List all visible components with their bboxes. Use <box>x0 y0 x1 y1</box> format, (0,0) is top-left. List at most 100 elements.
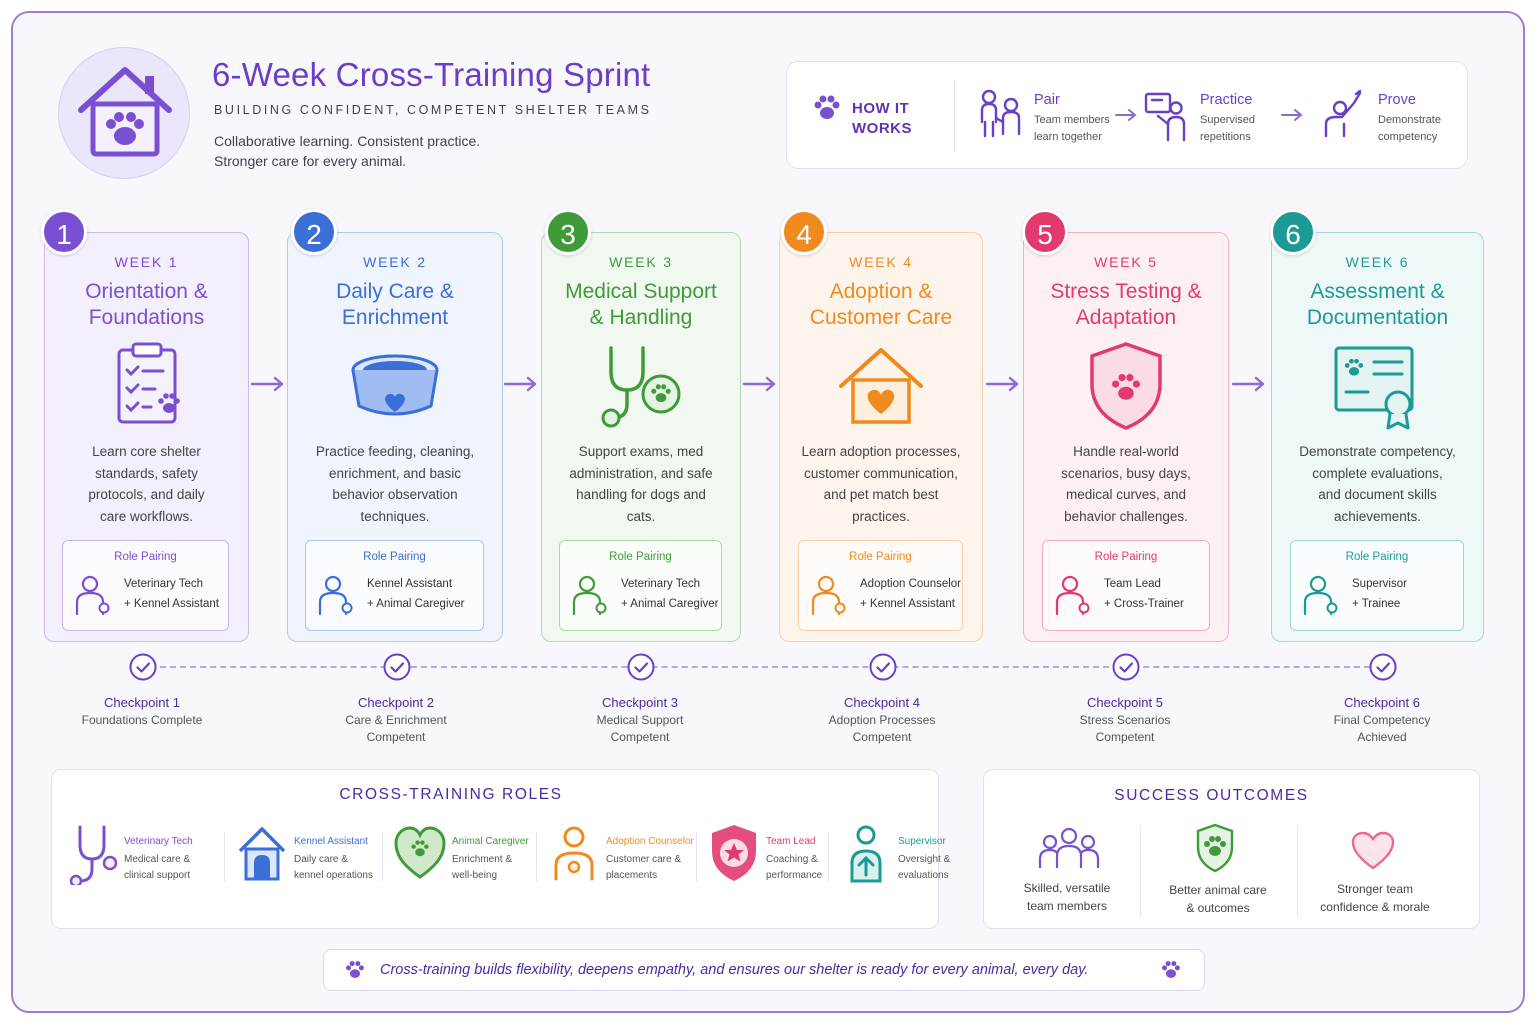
role-pairing-box <box>62 540 229 631</box>
divider <box>954 80 955 152</box>
role-description-line-1: Oversight & <box>898 854 951 865</box>
checkpoint-status: Foundations Complete <box>62 712 222 729</box>
step-pair-desc-1: Team members <box>1034 114 1110 126</box>
heart-icon <box>1351 831 1395 870</box>
week-title-line-2: Documentation <box>1306 306 1449 329</box>
checkpoint-status-line-2: Competent <box>610 729 670 744</box>
week-description-line: practices. <box>852 508 910 524</box>
week-title-line-2: Adaptation <box>1075 306 1177 329</box>
week-description-line: cats. <box>626 508 656 524</box>
week-description-line: behavior observation <box>332 487 458 502</box>
checkpoint-status-line-1: Final Competency <box>1333 713 1431 727</box>
checkpoint-title: Checkpoint 1 <box>104 695 180 710</box>
checkmark-icon <box>383 653 411 681</box>
role-pairing-roles: Veterinary Tech+ Kennel Assistant <box>124 574 219 614</box>
divider <box>696 832 697 882</box>
week-description-line: behavior challenges. <box>1064 508 1188 524</box>
checkmark-icon <box>627 653 655 681</box>
role-description-line-2: evaluations <box>898 870 949 881</box>
pair-role-2: + Animal Caregiver <box>621 598 719 610</box>
role-description-line-1: Daily care & <box>294 854 348 865</box>
week-label: WEEK 1 <box>114 254 179 270</box>
arrow-right-icon <box>1281 109 1303 121</box>
role-description-line-1: Customer care & <box>606 854 682 865</box>
week-description-line: scenarios, busy days, <box>1061 465 1191 481</box>
step-pair-desc: Team members learn together <box>1034 112 1110 146</box>
pair-role-2: + Trainee <box>1352 598 1401 610</box>
checkpoint-status-line-2: Competent <box>366 729 426 744</box>
how-it-works-title: HOW IT WORKS <box>852 99 912 139</box>
paw-icon <box>814 95 840 119</box>
divider <box>828 832 829 882</box>
team-icon <box>1038 827 1100 868</box>
tagline-line-2: Stronger care for every animal. <box>214 153 407 169</box>
pair-role-2: + Animal Caregiver <box>367 598 465 610</box>
divider <box>1140 826 1141 916</box>
week-label: WEEK 3 <box>609 254 673 270</box>
role-pairing-roles: Supervisor+ Trainee <box>1352 574 1407 614</box>
clipboard-paw-icon <box>117 342 180 424</box>
pair-role-2: + Kennel Assistant <box>860 598 955 610</box>
checkpoint-title: Checkpoint 4 <box>844 695 920 710</box>
raised-arm-icon <box>1324 89 1362 138</box>
role-pairing-box <box>559 540 722 631</box>
week-description-line: protocols, and daily <box>88 487 205 502</box>
footer-text: Cross-training builds flexibility, deepe… <box>380 962 1089 978</box>
week-description-line: complete evaluations, <box>1312 465 1443 481</box>
week-description-line: and pet match best <box>823 487 939 502</box>
roles-title: CROSS-TRAINING ROLES <box>339 786 563 803</box>
outcomes-title: SUCCESS OUTCOMES <box>1114 787 1309 804</box>
role-name: Team Lead <box>766 836 816 847</box>
step-practice-desc: Supervised repetitions <box>1200 112 1255 146</box>
week-label: WEEK 6 <box>1345 254 1410 270</box>
outcome-morale-line-1: Stronger team <box>1336 882 1414 896</box>
divider <box>224 832 225 882</box>
house-paw-icon <box>78 67 172 157</box>
outcome-team: Skilled, versatile team members <box>1000 879 1134 915</box>
pair-role-1: Team Lead <box>1104 578 1161 590</box>
step-prove-desc-2: competency <box>1378 131 1438 143</box>
week-title: Stress Testing &Adaptation <box>1015 279 1237 331</box>
week-title: Daily Care &Enrichment <box>279 279 511 331</box>
role-pairing-roles: Team Lead + Cross-Trainer <box>1104 574 1184 614</box>
counselor-icon <box>554 826 594 881</box>
house-heart-icon <box>839 348 923 424</box>
week-description-line: achievements. <box>1333 508 1422 524</box>
role-pairing-label: Role Pairing <box>1345 551 1409 563</box>
checkmark-icon <box>1369 653 1397 681</box>
checkpoint-status-line-2: Competent <box>1095 729 1155 744</box>
role-description-line-1: Enrichment & <box>452 854 513 865</box>
how-title-line-1: HOW IT <box>852 100 910 117</box>
step-practice-desc-2: repetitions <box>1200 131 1251 143</box>
role-pairing-label: Role Pairing <box>114 551 177 563</box>
week-title-line-1: Daily Care & <box>336 280 454 303</box>
week-description-line: administration, and safe <box>569 465 713 481</box>
arrow-right-icon <box>742 376 776 392</box>
practice-board-icon <box>1144 92 1186 142</box>
role-description: Medical care &clinical support <box>124 852 190 884</box>
role-description: Oversight & evaluations <box>898 852 950 884</box>
role-name: Animal Caregiver <box>452 836 529 847</box>
checkpoint-title: Checkpoint 3 <box>602 695 678 710</box>
checkmark-icon <box>869 653 897 681</box>
role-pairing-roles: Adoption Counselor+ Kennel Assistant <box>860 574 961 614</box>
pair-role-2: + Cross-Trainer <box>1104 598 1184 610</box>
step-pair-desc-2: learn together <box>1034 131 1102 143</box>
checkpoint-status-line-2: Competent <box>852 729 912 744</box>
outcome-care-line-2: & outcomes <box>1186 901 1250 915</box>
role-description-line-1: Coaching & <box>766 854 818 865</box>
role-pair-icon <box>1303 575 1338 616</box>
checkpoint-title: Checkpoint 2 <box>358 695 434 710</box>
role-pairing-label: Role Pairing <box>1094 551 1158 563</box>
certificate-icon <box>1334 346 1413 430</box>
role-pairing-label: Role Pairing <box>363 551 426 563</box>
pair-role-1: Kennel Assistant <box>367 578 453 590</box>
stethoscope-paw-icon <box>601 346 681 428</box>
checkmark-icon <box>1112 653 1140 681</box>
week-title-line-2: Customer Care <box>809 306 953 329</box>
role-pairing-roles: Veterinary Tech+ Animal Caregiver <box>621 574 718 614</box>
week-title-line-1: Adoption & <box>829 280 933 303</box>
